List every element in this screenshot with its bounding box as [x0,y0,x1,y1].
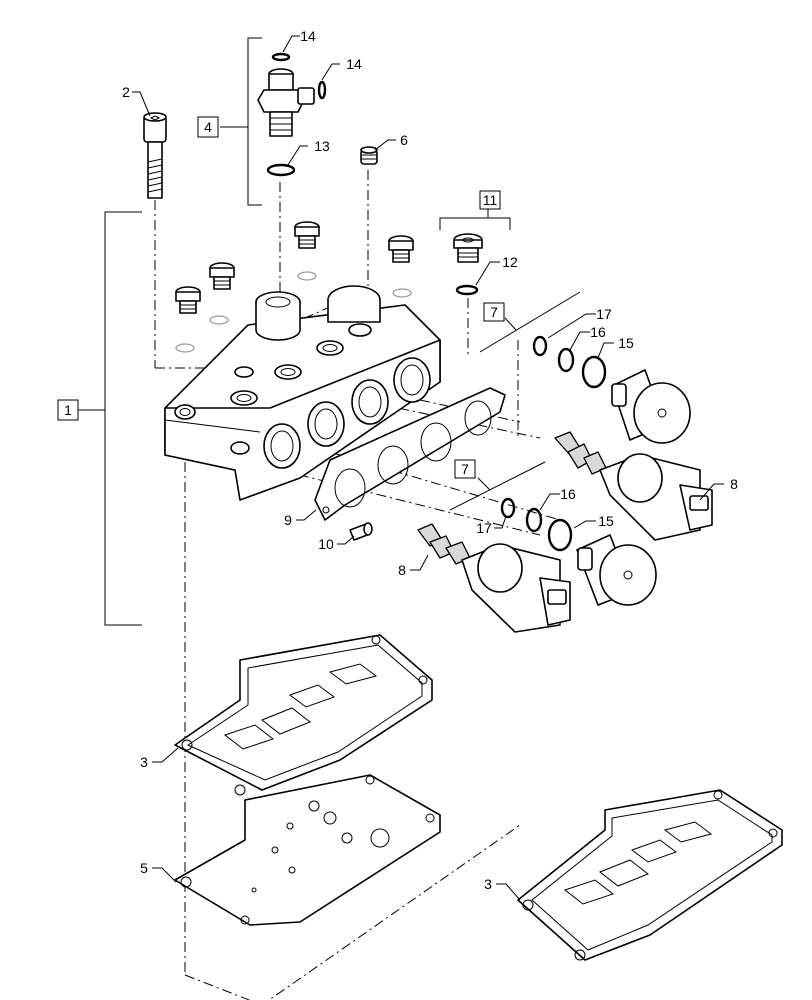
gasket-part-3-left [174,634,433,796]
callout-14-side: 14 [346,56,362,72]
cartridge-lower [576,534,657,606]
assembly-bracket-11 [439,206,511,230]
callout-3-left: 3 [140,754,148,770]
leader-lines [132,35,724,901]
callout-2: 2 [122,84,130,100]
valve-body-part-1 [164,285,441,501]
callout-3-right: 3 [484,876,492,892]
callout-17-lower: 17 [476,520,492,536]
assembly-bracket-4 [220,37,262,206]
gasket-part-9 [314,387,506,521]
gasket-part-3-right [517,789,783,961]
callout-9: 9 [284,512,292,528]
seal-kit-upper [532,335,607,389]
assembly-bracket-7b [449,461,546,511]
solenoid-upper-part-8 [554,431,713,541]
seal-kit-lower [500,497,573,552]
cap-screw-part-2 [143,112,167,199]
callout-13: 13 [314,138,330,154]
callout-10: 10 [318,536,334,552]
plate-part-5 [174,774,441,926]
callout-boxes [57,116,505,479]
body-plugs [175,221,414,353]
callout-6: 6 [400,132,408,148]
callout-17-upper: 17 [596,306,612,322]
callout-11: 11 [483,192,498,208]
callout-15-upper: 15 [618,335,634,351]
callout-8-lower: 8 [398,562,406,578]
callout-7-upper: 7 [490,304,498,320]
screw-part-10 [349,522,373,541]
callout-8-upper: 8 [730,476,738,492]
solenoid-lower-part-8 [417,523,571,633]
callout-14-top: 14 [300,28,316,44]
callout-16-upper: 16 [590,324,606,340]
assembly-bracket-1 [78,211,142,626]
plug-part-6 [360,146,378,165]
callout-5: 5 [140,860,148,876]
callout-15-lower: 15 [598,513,614,529]
callout-12: 12 [502,254,518,270]
callout-labels: 1 4 11 7 7 2 14 14 13 6 12 17 16 15 8 8 … [64,28,738,892]
callout-16-lower: 16 [560,486,576,502]
fitting-part-4 [257,52,327,177]
callout-4: 4 [204,119,212,135]
plug-part-11 [453,233,483,296]
cartridge-upper [611,369,691,444]
assembly-bracket-7a [479,291,581,353]
callout-1: 1 [64,402,72,418]
callout-7-lower: 7 [461,461,469,477]
